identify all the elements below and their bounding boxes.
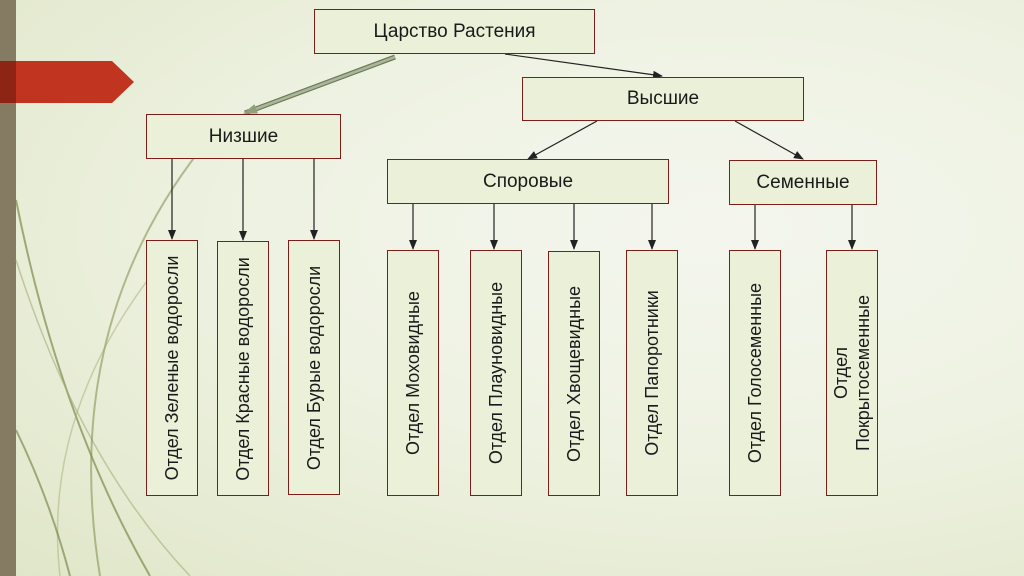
spore-plants-label: Споровые: [482, 170, 574, 192]
division-label: Отдел Голосеменные: [745, 282, 765, 464]
division-label: Отдел Покрытосеменные: [831, 294, 873, 452]
division-ferns: Отдел Папоротники: [626, 250, 678, 496]
left-decor-stripe: [0, 0, 16, 576]
higher-plants-label: Высшие: [626, 88, 700, 109]
lower-plants-label: Низшие: [208, 125, 279, 147]
division-green-algae: Отдел Зеленые водоросли: [146, 240, 198, 496]
division-label: Отдел Плауновидные: [486, 281, 506, 465]
division-label: Отдел Бурые водоросли: [304, 265, 324, 470]
red-flag-decor: [0, 61, 134, 103]
division-red-algae: Отдел Красные водоросли: [217, 241, 269, 496]
root-label: Царство Растения: [373, 20, 536, 42]
division-brown-algae: Отдел Бурые водоросли: [288, 240, 340, 495]
higher-plants-node: Высшие: [522, 77, 804, 121]
division-gymnosperms: Отдел Голосеменные: [729, 250, 781, 496]
division-label: Отдел Красные водоросли: [233, 256, 253, 481]
division-horsetails: Отдел Хвощевидные: [548, 251, 600, 496]
division-label: Отдел Моховидные: [403, 291, 423, 455]
seed-plants-node: Семенные: [729, 160, 877, 205]
root-node: Царство Растения: [314, 9, 595, 54]
lower-plants-node: Низшие: [146, 114, 341, 159]
division-angiosperms: Отдел Покрытосеменные: [826, 250, 878, 496]
decorative-curves: [15, 149, 201, 576]
division-lycophytes: Отдел Плауновидные: [470, 250, 522, 496]
division-label: Отдел Хвощевидные: [564, 285, 584, 462]
division-label: Отдел Зеленые водоросли: [162, 255, 182, 481]
seed-plants-label: Семенные: [756, 171, 850, 193]
spore-plants-node: Споровые: [387, 159, 669, 204]
division-mosses: Отдел Моховидные: [387, 250, 439, 496]
division-label: Отдел Папоротники: [642, 290, 662, 456]
